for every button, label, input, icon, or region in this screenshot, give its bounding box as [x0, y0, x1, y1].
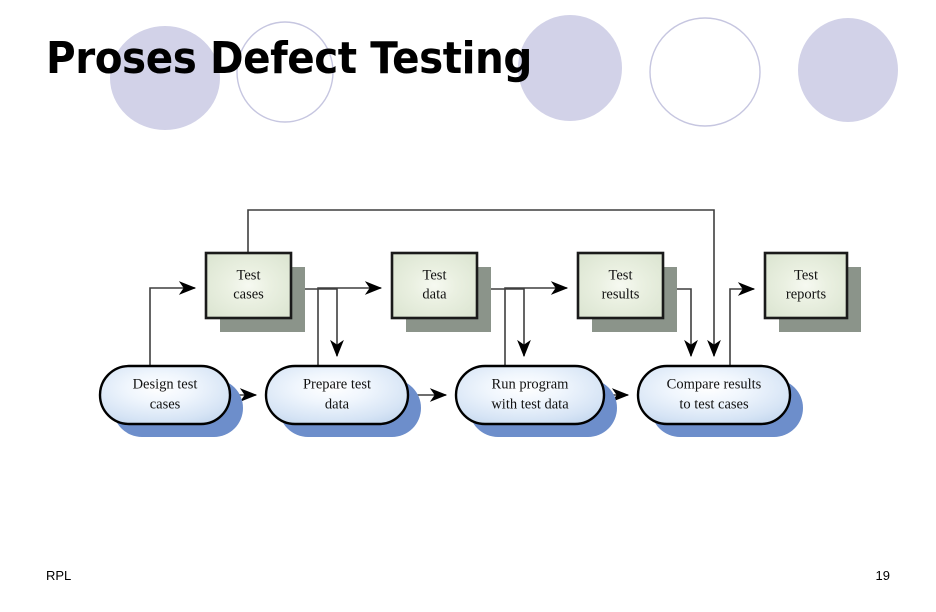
- process-node-label: Compare results: [667, 376, 762, 392]
- deco-circle-5: [798, 18, 898, 122]
- edge-compare-to-test-reports: [729, 282, 756, 366]
- flowchart-connectors: [149, 209, 756, 402]
- edge-test-results-to-compare: [671, 288, 698, 358]
- process-node-label: with test data: [491, 396, 569, 412]
- process-node-label: cases: [150, 396, 181, 412]
- data-store-label: cases: [233, 286, 264, 302]
- data-store-label: Test: [794, 267, 818, 283]
- flowchart-data-stores: Test cases Test data Test results Test reports: [204, 251, 861, 332]
- process-node-label: Run program: [492, 376, 570, 392]
- process-node-label: data: [325, 396, 350, 412]
- footer-left-label: RPL: [46, 568, 72, 583]
- slide-page-number: 19: [875, 568, 890, 583]
- data-store-label: data: [422, 286, 447, 302]
- process-node-prepare: Prepare test data: [264, 364, 421, 437]
- data-store-label: Test: [237, 267, 261, 283]
- process-node-compare: Compare results to test cases: [636, 364, 803, 437]
- process-node-label: Design test: [133, 376, 198, 392]
- data-store-label: reports: [786, 286, 827, 302]
- process-node-design: Design test cases: [98, 364, 243, 437]
- process-node-label: to test cases: [679, 396, 749, 412]
- data-store-test-results: Test results: [576, 251, 677, 332]
- edge-prepare-to-test-data: [317, 281, 383, 366]
- edge-design-to-test-cases: [149, 281, 197, 366]
- page-title: Proses Defect Testing: [46, 33, 532, 84]
- deco-circle-3: [518, 15, 622, 121]
- data-store-test-data: Test data: [390, 251, 491, 332]
- slide-footer: RPL 19: [0, 560, 936, 612]
- process-node-label: Prepare test: [303, 376, 371, 392]
- data-store-label: results: [602, 286, 640, 302]
- flowchart-process-nodes: Design test cases Prepare test data Run prog…: [98, 364, 803, 437]
- deco-circle-4: [649, 17, 761, 127]
- edge-test-data-to-run: [485, 288, 531, 358]
- data-store-label: Test: [423, 267, 447, 283]
- edge-run-to-test-results: [504, 281, 569, 366]
- data-store-label: Test: [609, 267, 633, 283]
- edge-test-cases-to-prepare: [299, 288, 344, 358]
- data-store-test-cases: Test cases: [204, 251, 305, 332]
- process-node-run: Run program with test data: [454, 364, 617, 437]
- data-store-test-reports: Test reports: [763, 251, 861, 332]
- edge-test-cases-to-compare: [247, 209, 721, 358]
